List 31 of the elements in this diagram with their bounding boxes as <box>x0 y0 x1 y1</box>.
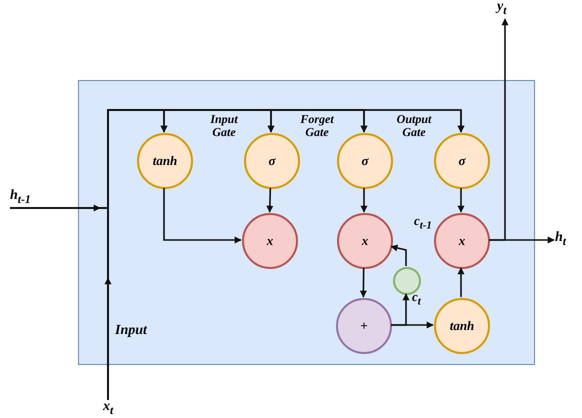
arrow <box>489 18 508 241</box>
signal-label: y$_{t}$ <box>497 0 506 16</box>
panel-label: Input <box>115 324 147 338</box>
arrow <box>458 188 464 213</box>
arrow <box>458 267 464 297</box>
operation-symbol: σ <box>360 152 370 170</box>
operation-symbol: tanh <box>152 152 178 170</box>
operation-symbol: x <box>458 232 466 250</box>
cell-panel <box>78 80 535 365</box>
operation-symbol: σ <box>457 152 467 170</box>
operation-symbol: x <box>360 232 370 250</box>
gate-label: Input Gate <box>209 113 239 140</box>
gate-label: Forget Gate <box>299 113 335 140</box>
signal-label: h$_{t}$ <box>555 231 566 248</box>
operation-symbol: σ <box>267 152 277 170</box>
arrow <box>360 188 368 213</box>
operation-symbol: x <box>266 232 274 250</box>
edge-label: c$_{t}$ <box>412 290 421 308</box>
operation-symbol: + <box>359 317 369 335</box>
arrow <box>163 188 242 244</box>
operation-symbol: tanh <box>448 317 476 335</box>
arrow <box>360 268 367 298</box>
arrow <box>266 188 274 213</box>
gate-label: Output Gate <box>396 113 433 140</box>
signal-label: x$_{t}$ <box>103 400 114 416</box>
signal-label: h$_{t-1}$ <box>10 189 31 206</box>
small-circle <box>393 267 421 295</box>
edge-label: c$_{t-1}$ <box>414 214 432 232</box>
arrow <box>107 109 464 400</box>
arrow <box>391 293 410 326</box>
arrow <box>390 244 407 266</box>
